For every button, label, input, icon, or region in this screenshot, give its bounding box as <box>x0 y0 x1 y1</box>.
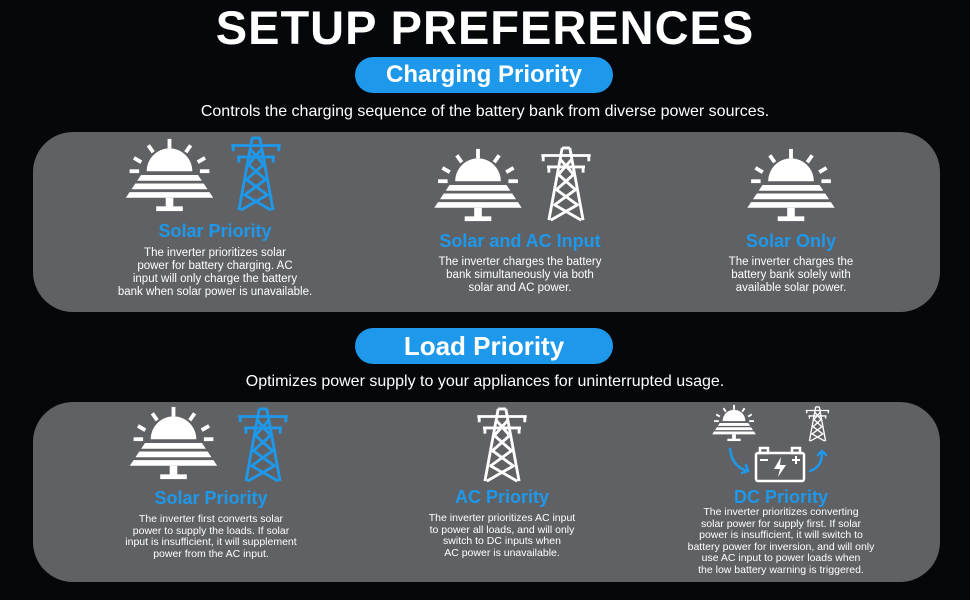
charging-priority-subtitle: Controls the charging sequence of the ba… <box>200 103 770 120</box>
solar-panel-icon <box>430 147 526 223</box>
load-option-title: DC Priority <box>733 487 829 507</box>
charging-priority-label: Charging Priority <box>355 57 613 93</box>
charging-option-desc: The inverter charges the battery bank so… <box>728 256 854 294</box>
charging-option-title: Solar Priority <box>158 221 272 241</box>
solar-panel-icon <box>743 147 839 223</box>
load-option-title: Solar Priority <box>154 488 268 508</box>
charging-option-desc: The inverter prioritizes solar power for… <box>117 247 313 298</box>
power-tower-icon <box>804 406 831 442</box>
solar-panel-icon <box>122 137 217 213</box>
load-option-desc: The inverter first converts solar power … <box>125 513 297 560</box>
load-option-desc: The inverter prioritizes AC input to pow… <box>428 512 576 559</box>
power-tower-icon <box>233 407 293 483</box>
charging-option-title: Solar Only <box>745 231 837 251</box>
power-tower-icon <box>227 136 285 212</box>
load-priority-subtitle: Optimizes power supply to your appliance… <box>245 373 725 390</box>
page-title: SETUP PREFERENCES <box>215 1 755 54</box>
solar-panel-icon <box>710 404 758 442</box>
solar-panel-icon <box>126 405 221 481</box>
charging-option-title: Solar and AC Input <box>439 231 601 251</box>
battery-icon <box>728 446 828 483</box>
power-tower-icon <box>472 407 532 483</box>
load-priority-label: Load Priority <box>355 328 613 364</box>
load-option-desc: The inverter prioritizes converting sola… <box>687 506 875 576</box>
power-tower-icon <box>536 146 596 222</box>
load-option-title: AC Priority <box>454 487 550 507</box>
charging-option-desc: The inverter charges the battery bank si… <box>438 256 602 294</box>
